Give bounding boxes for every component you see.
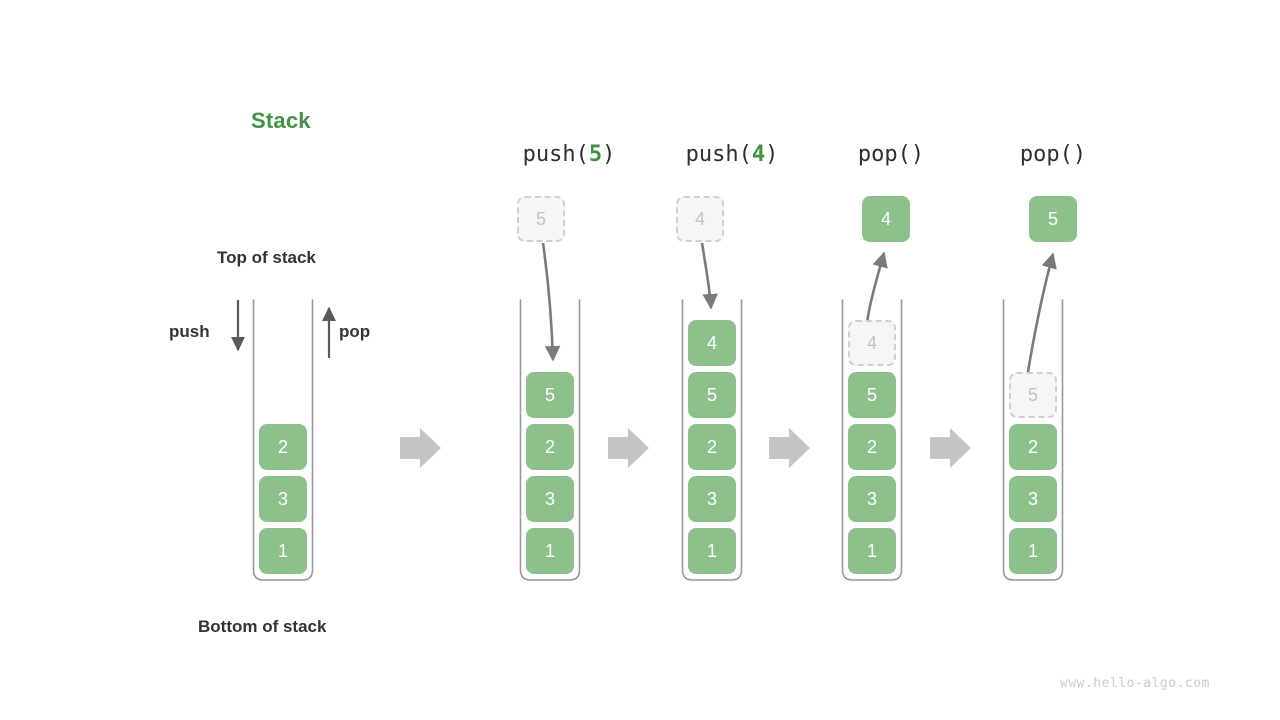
- stack-cell: 2: [526, 424, 574, 470]
- op-header-pop-1: pop(): [841, 142, 941, 167]
- stack-cell: 5: [688, 372, 736, 418]
- removed-ghost-cell: 5: [1009, 372, 1057, 418]
- push-4-motion-arrow: [700, 242, 719, 310]
- op-header-pop-2: pop(): [1003, 142, 1103, 167]
- stack-cell: 3: [848, 476, 896, 522]
- stack-cell: 1: [526, 528, 574, 574]
- stack-cell: 4: [688, 320, 736, 366]
- stack-cell: 2: [259, 424, 307, 470]
- watermark: www.hello-algo.com: [1060, 676, 1210, 691]
- removed-ghost-cell: 4: [848, 320, 896, 366]
- stack-cell: 1: [848, 528, 896, 574]
- stack-cell: 2: [688, 424, 736, 470]
- pop-1-motion-arrow: [864, 251, 888, 331]
- stack-container-pop-1: [841, 299, 903, 581]
- stack-container-push-4: [681, 299, 743, 581]
- stack-cell: 1: [259, 528, 307, 574]
- op-header-suffix: ): [910, 142, 925, 167]
- stack-cell: 2: [1009, 424, 1057, 470]
- transition-arrow-4: [930, 428, 971, 468]
- page-title: Stack: [251, 108, 311, 133]
- pop-label: pop: [339, 322, 371, 341]
- stack-container-initial: [252, 299, 314, 581]
- bottom-of-stack-label: Bottom of stack: [198, 617, 327, 636]
- op-header-value: 4: [751, 142, 766, 167]
- transition-arrow-3: [769, 428, 810, 468]
- stack-container-push-5: [519, 299, 581, 581]
- popped-cell: 4: [862, 196, 910, 242]
- stack-cell: 3: [688, 476, 736, 522]
- popped-cell: 5: [1029, 196, 1077, 242]
- stack-cell: 3: [259, 476, 307, 522]
- stack-cell: 5: [848, 372, 896, 418]
- incoming-ghost-cell: 4: [676, 196, 724, 242]
- op-header-suffix: ): [1072, 142, 1087, 167]
- stack-cell: 1: [1009, 528, 1057, 574]
- op-header-prefix: pop(: [857, 142, 911, 167]
- stack-cell: 1: [688, 528, 736, 574]
- stack-cell: 3: [1009, 476, 1057, 522]
- op-header-value: 5: [588, 142, 603, 167]
- op-header-push-4: push(4): [682, 142, 782, 167]
- transition-arrow-2: [608, 428, 649, 468]
- op-header-suffix: ): [765, 142, 779, 167]
- op-header-prefix: push(: [522, 142, 589, 167]
- stack-cell: 2: [848, 424, 896, 470]
- stack-cell: 5: [526, 372, 574, 418]
- push-5-motion-arrow: [541, 242, 561, 362]
- pop-2-motion-arrow: [1025, 252, 1057, 379]
- op-header-prefix: pop(: [1019, 142, 1073, 167]
- stack-container-pop-2: [1002, 299, 1064, 581]
- op-header-push-5: push(5): [519, 142, 619, 167]
- transition-arrow-1: [400, 428, 441, 468]
- incoming-ghost-cell: 5: [517, 196, 565, 242]
- op-header-suffix: ): [602, 142, 616, 167]
- op-header-prefix: push(: [685, 142, 752, 167]
- push-label: push: [169, 322, 210, 341]
- top-of-stack-label: Top of stack: [217, 248, 316, 267]
- stack-cell: 3: [526, 476, 574, 522]
